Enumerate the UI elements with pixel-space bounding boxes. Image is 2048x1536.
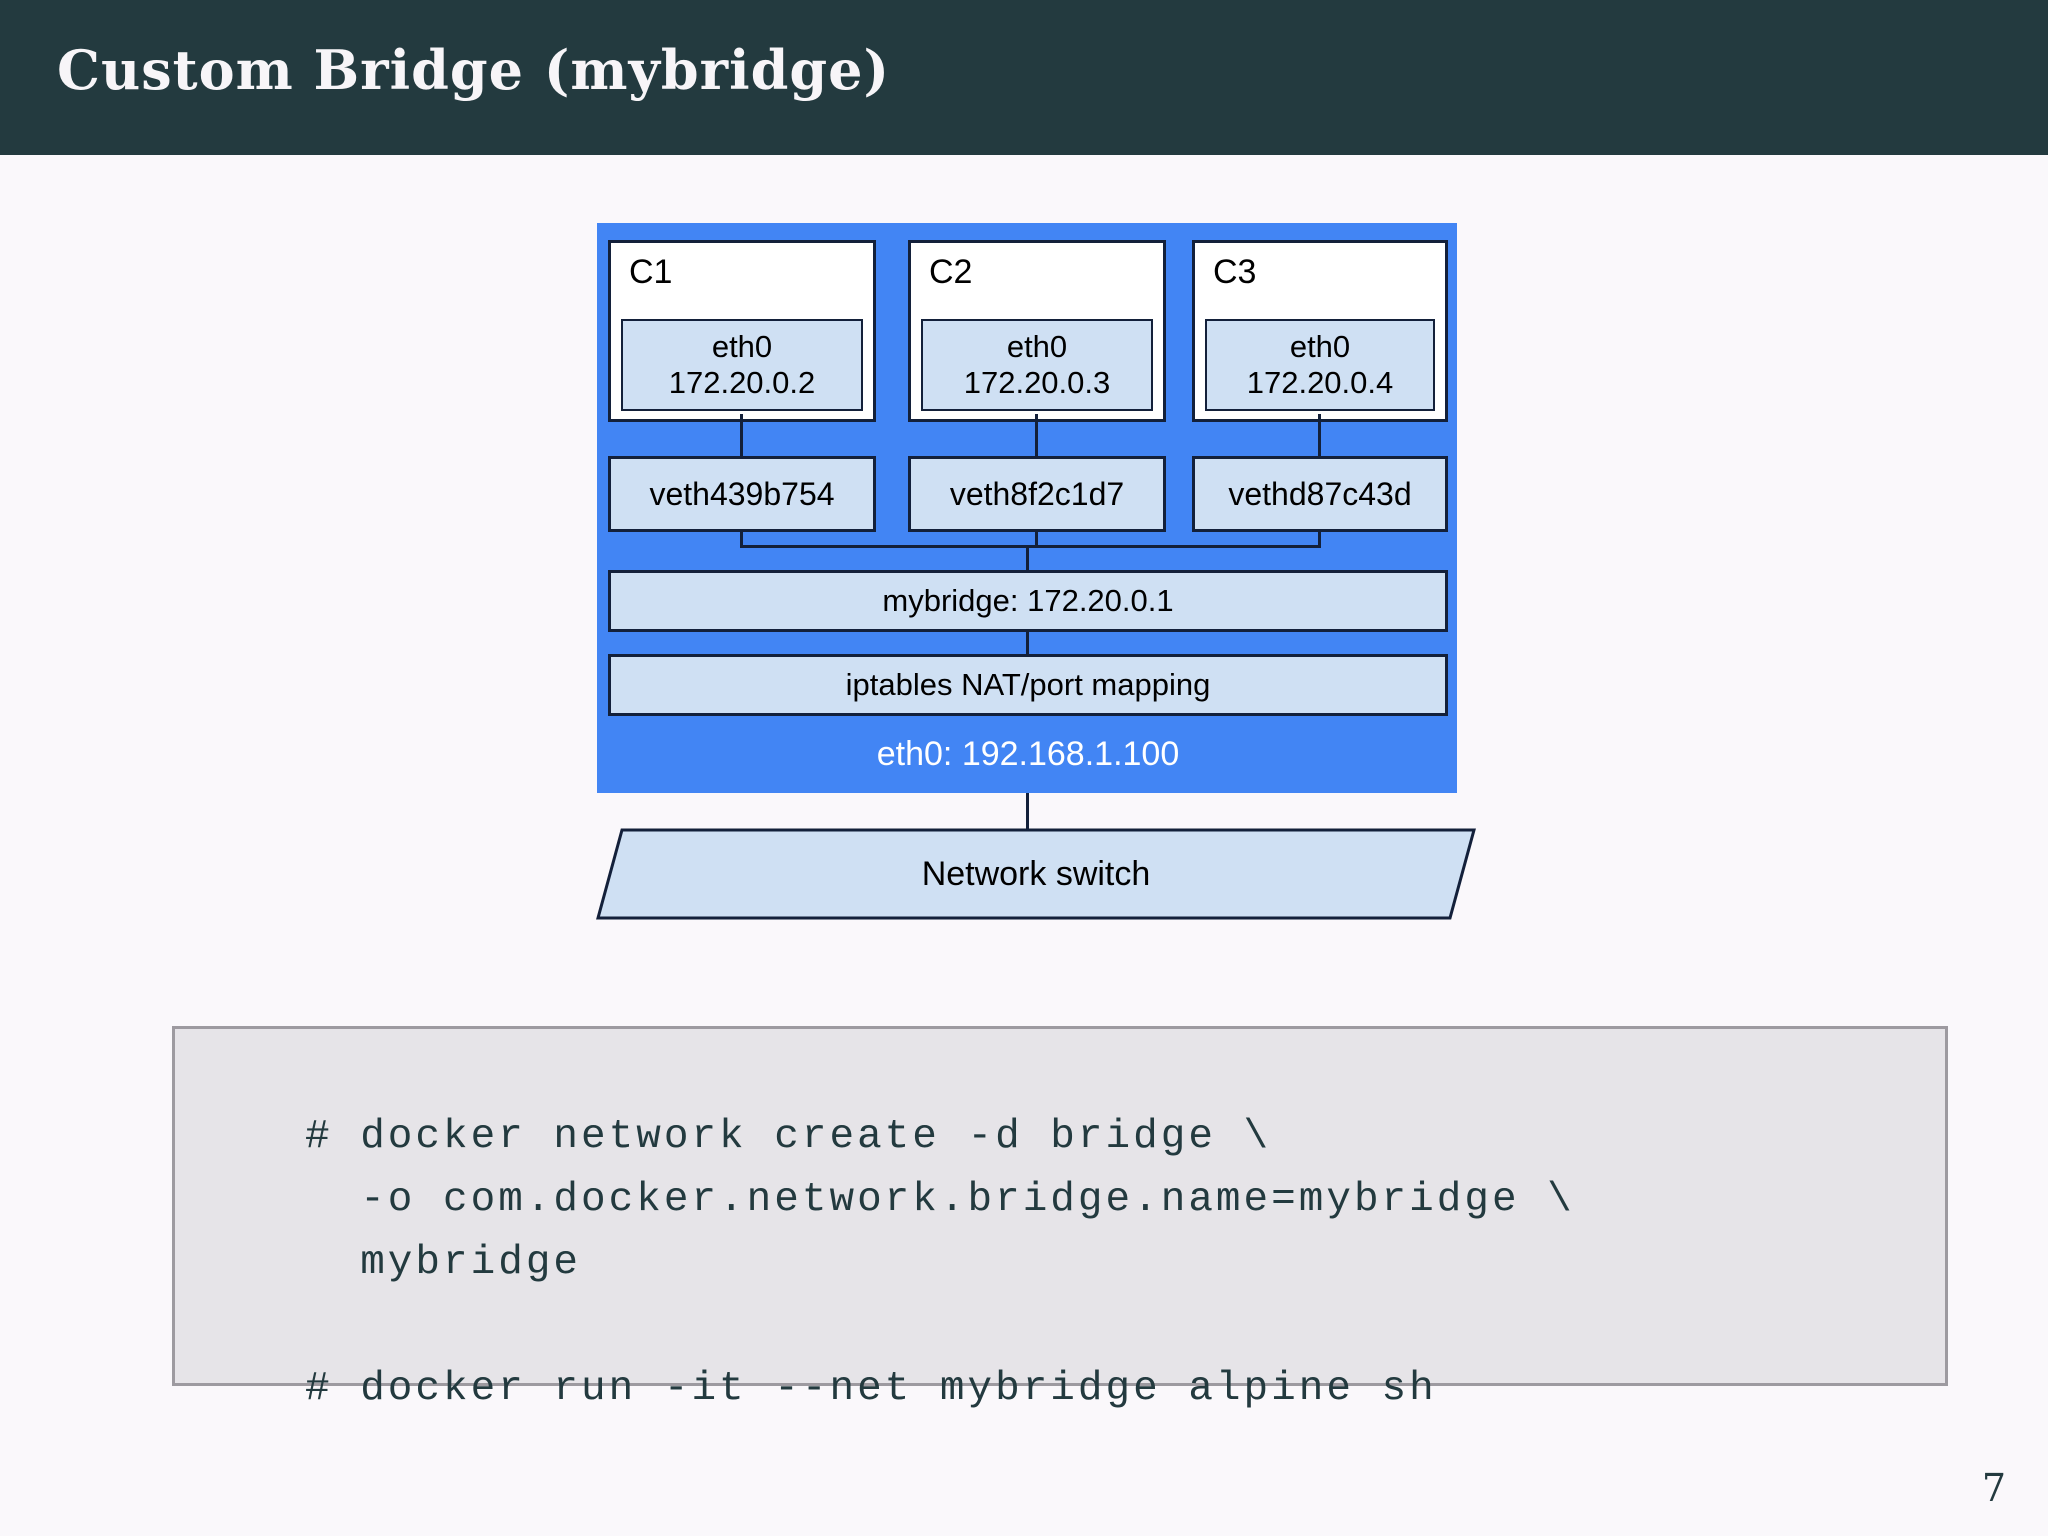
veth-bus-line (740, 545, 1321, 548)
interface-name-c3: eth0 (1289, 329, 1351, 365)
bridge-box[interactable]: mybridge: 172.20.0.1 (608, 570, 1448, 632)
veth-box-2[interactable]: veth8f2c1d7 (908, 456, 1166, 532)
network-switch[interactable]: Network switch (596, 828, 1476, 920)
connector-host-switch (1026, 793, 1029, 830)
connector-veth3-bus (1318, 530, 1321, 548)
connector-bridge-nat (1026, 630, 1029, 656)
veth-box-3[interactable]: vethd87c43d (1192, 456, 1448, 532)
connector-veth1-bus (740, 530, 743, 548)
veth-box-1[interactable]: veth439b754 (608, 456, 876, 532)
container-label-c2: C2 (929, 253, 973, 291)
connector-veth2-bus (1035, 530, 1038, 548)
page-number: 7 (1981, 1466, 2006, 1510)
slide-header-bar: Custom Bridge (mybridge) (0, 0, 2048, 155)
connector-c2-veth (1035, 414, 1038, 458)
container-box-c2[interactable]: C2 eth0 172.20.0.3 (908, 240, 1166, 422)
veth-label-2: veth8f2c1d7 (949, 475, 1125, 512)
interface-name-c1: eth0 (711, 329, 773, 365)
connector-bus-bridge (1026, 545, 1029, 572)
code-text: # docker network create -d bridge \ -o c… (305, 1114, 1575, 1412)
host-interface-label: eth0: 192.168.1.100 (876, 735, 1180, 773)
network-switch-shape (596, 828, 1476, 920)
veth-label-1: veth439b754 (649, 475, 835, 512)
container-label-c3: C3 (1213, 253, 1257, 291)
nat-label: iptables NAT/port mapping (845, 667, 1211, 702)
container-interface-c2: eth0 172.20.0.3 (921, 319, 1153, 411)
network-diagram: C1 eth0 172.20.0.2 C2 eth0 172.20.0.3 C3… (596, 223, 1476, 920)
container-interface-c3: eth0 172.20.0.4 (1205, 319, 1435, 411)
code-block: # docker network create -d bridge \ -o c… (172, 1026, 1948, 1412)
network-switch-label: Network switch (921, 854, 1151, 893)
container-box-c1[interactable]: C1 eth0 172.20.0.2 (608, 240, 876, 422)
container-box-c3[interactable]: C3 eth0 172.20.0.4 (1192, 240, 1448, 422)
interface-ip-c3: 172.20.0.4 (1246, 365, 1394, 400)
interface-ip-c2: 172.20.0.3 (963, 365, 1111, 400)
container-label-c1: C1 (629, 253, 673, 291)
bridge-label: mybridge: 172.20.0.1 (882, 583, 1174, 618)
page-title: Custom Bridge (mybridge) (57, 38, 891, 102)
connector-c1-veth (740, 414, 743, 458)
connector-c3-veth (1318, 414, 1321, 458)
interface-name-c2: eth0 (1006, 329, 1068, 365)
container-interface-c1: eth0 172.20.0.2 (621, 319, 863, 411)
veth-label-3: vethd87c43d (1228, 475, 1412, 512)
nat-box[interactable]: iptables NAT/port mapping (608, 654, 1448, 716)
interface-ip-c1: 172.20.0.2 (668, 365, 816, 400)
